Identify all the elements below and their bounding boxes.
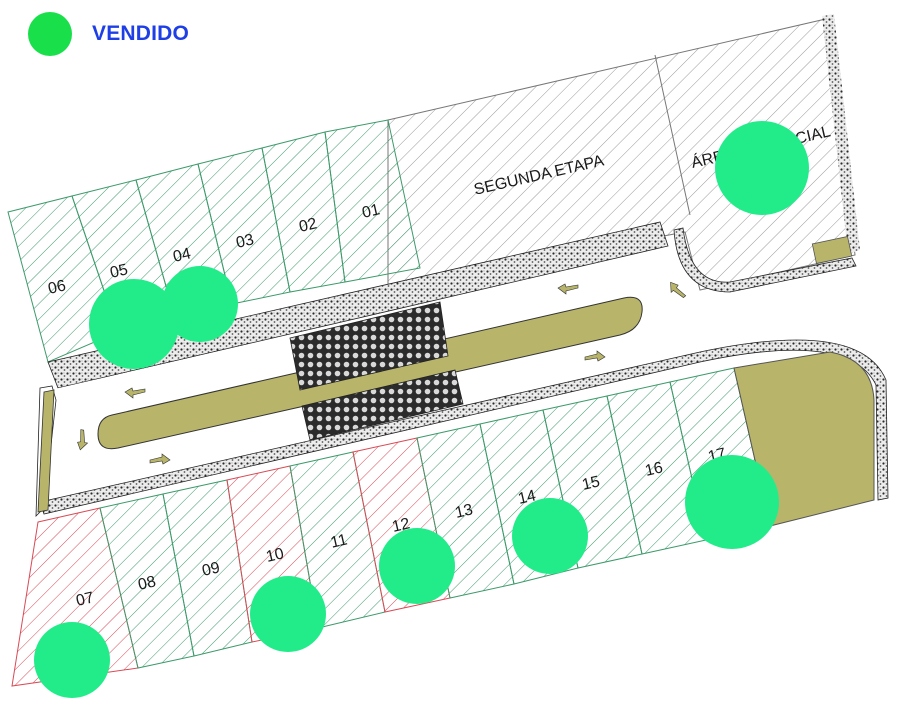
legend: VENDIDO: [28, 12, 189, 56]
sold-legend-label: VENDIDO: [92, 22, 190, 45]
lot-label-10: 10: [264, 545, 285, 566]
lot-label-05: 05: [108, 261, 129, 282]
lower-sidewalk: [39, 339, 889, 515]
east-border-gravel: [822, 14, 860, 254]
lot-label-09: 09: [200, 559, 221, 580]
arrow-ne-icon: [670, 281, 687, 299]
traffic-arrows: [77, 281, 687, 465]
crosswalk-lower: [301, 369, 464, 441]
west-green-strip: [37, 389, 55, 513]
sold-marker-17[interactable]: [685, 455, 779, 549]
area-divider-line: [654, 54, 691, 216]
crosswalk-upper: [289, 301, 449, 391]
lower-lots: [11, 351, 875, 687]
sold-marker-07[interactable]: [34, 622, 110, 698]
sold-marker-04[interactable]: [162, 266, 238, 342]
lot-label-02: 02: [297, 215, 318, 236]
sold-marker-05[interactable]: [89, 279, 179, 369]
arrow-east-icon-2: [149, 453, 171, 465]
arrow-south-icon: [77, 429, 89, 451]
sold-marker-10[interactable]: [250, 576, 326, 652]
lot-label-16: 16: [643, 459, 664, 480]
arrow-west-icon: [557, 283, 579, 295]
corner-sidewalk: [673, 227, 857, 293]
lot-label-03: 03: [234, 231, 255, 252]
sold-legend-dot: [28, 12, 72, 56]
arrow-west-icon-2: [124, 387, 146, 399]
sold-marker-area-comercial[interactable]: [715, 121, 809, 215]
lot-label-15: 15: [580, 473, 601, 494]
road: [40, 248, 885, 500]
sold-markers: [34, 121, 809, 698]
lot-label-01: 01: [360, 201, 381, 222]
lot-label-08: 08: [136, 573, 157, 594]
arrow-east-icon: [584, 350, 606, 362]
lot-label-04: 04: [171, 245, 192, 266]
lot-labels: 01 02 03 04 05 06 07 08 09 10 11 12 13 1…: [46, 201, 727, 610]
corner-green-patch: [811, 236, 853, 264]
lot-label-06: 06: [46, 277, 67, 298]
sold-marker-14[interactable]: [512, 498, 588, 574]
lot-label-07: 07: [74, 589, 95, 610]
upper-sidewalk: [47, 221, 669, 389]
lot-label-11: 11: [329, 531, 349, 551]
lot-label-13: 13: [453, 501, 474, 522]
sold-marker-12[interactable]: [379, 528, 455, 604]
